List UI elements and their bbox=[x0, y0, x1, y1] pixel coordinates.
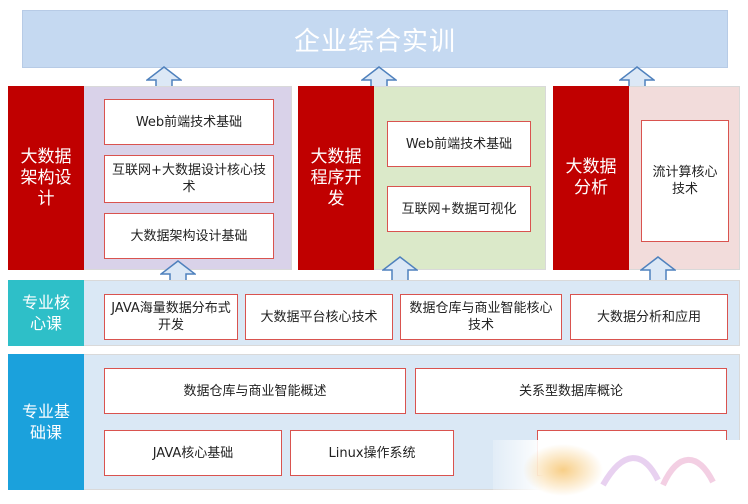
page-title: 企业综合实训 bbox=[22, 10, 728, 68]
course-box: Web前端技术基础 bbox=[387, 121, 531, 167]
course-box: 互联网+数据可视化 bbox=[387, 186, 531, 232]
course-box: 大数据架构设计基础 bbox=[104, 213, 274, 259]
foundation-course-box: 关系型数据库概论 bbox=[415, 368, 727, 414]
core-courses-label: 专业核心课 bbox=[8, 280, 84, 346]
watermark-logo-icon bbox=[523, 444, 716, 496]
core-course-box: 大数据平台核心技术 bbox=[245, 294, 393, 340]
foundation-course-box: Linux操作系统 bbox=[290, 430, 454, 476]
core-course-box: 大数据分析和应用 bbox=[570, 294, 728, 340]
watermark-overlay bbox=[493, 440, 748, 500]
foundation-course-box: JAVA核心基础 bbox=[104, 430, 282, 476]
foundation-course-box: 数据仓库与商业智能概述 bbox=[104, 368, 406, 414]
course-box: 流计算核心技术 bbox=[641, 120, 729, 242]
column-analysis-label: 大数据分析 bbox=[553, 86, 629, 270]
course-box: Web前端技术基础 bbox=[104, 99, 274, 145]
column-development-label: 大数据程序开发 bbox=[298, 86, 374, 270]
core-course-box: 数据仓库与商业智能核心技术 bbox=[400, 294, 562, 340]
foundation-courses-label: 专业基础课 bbox=[8, 354, 84, 490]
column-architecture-label: 大数据架构设计 bbox=[8, 86, 84, 270]
core-course-box: JAVA海量数据分布式开发 bbox=[104, 294, 238, 340]
course-box: 互联网+大数据设计核心技术 bbox=[104, 155, 274, 203]
